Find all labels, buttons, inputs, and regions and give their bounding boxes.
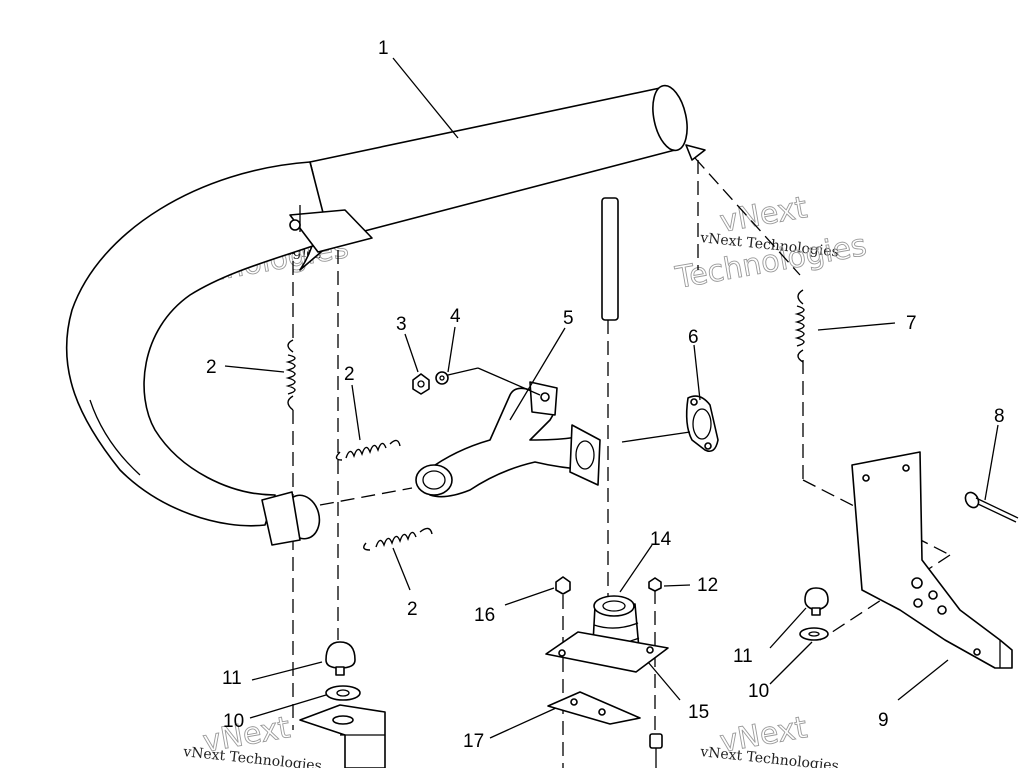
nut-and-washer	[412, 371, 449, 395]
callout-6: 6	[688, 327, 699, 348]
callout-3: 3	[396, 314, 407, 335]
callout-10-left: 10	[223, 711, 244, 732]
spring-vertical-left	[285, 339, 296, 411]
spring-part-7	[794, 289, 805, 363]
washer-left	[325, 685, 361, 701]
exhaust-manifold	[415, 381, 601, 498]
callout-7: 7	[906, 313, 917, 334]
callout-17: 17	[463, 731, 484, 752]
callout-leaders	[224, 57, 999, 739]
callout-2-lower: 2	[407, 599, 418, 620]
nut-12	[648, 577, 662, 592]
grommet-left	[325, 641, 356, 676]
nut-16	[555, 576, 571, 595]
screw	[964, 491, 1019, 523]
exhaust-gasket	[685, 395, 719, 453]
callout-9: 9	[878, 710, 889, 731]
muffler-pipe	[65, 84, 706, 546]
bolt-bottom	[649, 733, 663, 768]
callout-16: 16	[474, 605, 495, 626]
callout-2-left: 2	[206, 357, 217, 378]
callout-1: 1	[378, 38, 389, 59]
spring-horizontal-lower	[363, 527, 433, 551]
watermark-top-right: vNext vNext Technologies Technologies	[672, 190, 870, 297]
lower-plate-17	[547, 691, 641, 725]
grommet-right	[804, 587, 829, 616]
callout-5: 5	[563, 308, 574, 329]
callout-4: 4	[450, 306, 461, 327]
frame-bracket-left	[299, 704, 386, 768]
callout-10-right: 10	[748, 681, 769, 702]
callout-8: 8	[994, 406, 1005, 427]
watermark-bottom-right: vNext vNext Technologies	[699, 710, 840, 768]
mounting-bracket	[851, 451, 1013, 669]
callout-11-left: 11	[222, 668, 242, 689]
callout-15: 15	[688, 702, 709, 723]
callout-12: 12	[697, 575, 718, 596]
mount-plate	[545, 631, 669, 673]
spring-horizontal-middle	[335, 439, 401, 461]
callout-2-middle: 2	[344, 364, 355, 385]
washer-right	[799, 627, 829, 641]
callout-14: 14	[650, 529, 672, 550]
callout-labels: 1 2 2 2 3 4 5 6 7 8 9 10 10 11 11 12 14 …	[206, 38, 1005, 752]
callout-11-right: 11	[733, 646, 753, 667]
